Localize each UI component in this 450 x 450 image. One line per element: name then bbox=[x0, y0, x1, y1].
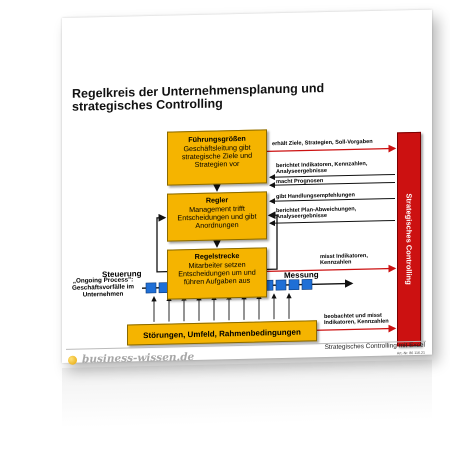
controlling-bar-label: Strategisches Controlling bbox=[404, 193, 414, 285]
brand-name: business-wissen.de bbox=[82, 350, 195, 366]
document-page: Regelkreis der Unternehmensplanung und s… bbox=[62, 9, 432, 366]
arrow-empfehlungen bbox=[269, 197, 395, 205]
arrow-misst bbox=[267, 264, 397, 273]
label-beobachtet: beobachtet und misst Indikatoren, Kennza… bbox=[324, 312, 389, 327]
arrow-berichtet-2 bbox=[269, 219, 395, 227]
loop-steuerung bbox=[156, 213, 167, 273]
label-berichtet-1: berichtet Indikatoren, Kennzahlen, Analy… bbox=[276, 161, 368, 176]
box-regelstrecke: Regelstrecke Mitarbeiter setzen Entschei… bbox=[167, 247, 267, 300]
controlling-bar: Strategisches Controlling bbox=[397, 131, 421, 347]
box-fuehrungsgroessen-text: Geschäftsleitung gibt strategische Ziele… bbox=[181, 142, 253, 169]
box-regler: Regler Management trifft Entscheidungen … bbox=[167, 191, 267, 242]
label-berichtet-2: berichtet Plan-Abweichungen, Analyseerge… bbox=[276, 206, 357, 221]
box-fuehrungsgroessen: Führungsgrößen Geschäftsleitung gibt str… bbox=[167, 129, 267, 186]
arrow-berichtet-1 bbox=[269, 173, 395, 181]
box-stoerungen: Störungen, Umfeld, Rahmenbedingungen bbox=[127, 320, 317, 346]
label-misst: misst Indikatoren, Kennzahlen bbox=[320, 253, 368, 267]
disturbance-arrows bbox=[151, 292, 292, 322]
logo-dot-icon bbox=[68, 355, 77, 365]
arrow-ziele bbox=[267, 144, 397, 153]
box-regler-text: Management trifft Entscheidungen und gib… bbox=[177, 203, 257, 230]
diagram-arrows bbox=[142, 144, 397, 333]
box-regelstrecke-text: Mitarbeiter setzen Entscheidungen um und… bbox=[178, 259, 256, 287]
loop-messung bbox=[267, 211, 278, 270]
label-messung: Messung bbox=[284, 270, 319, 280]
arrow-prognosen bbox=[269, 181, 395, 189]
page-reflection bbox=[62, 359, 432, 428]
box-stoerungen-heading: Störungen, Umfeld, Rahmenbedingungen bbox=[143, 327, 301, 341]
brand-logo: business-wissen.de bbox=[68, 351, 194, 366]
label-ongoing-process: „Ongoing Process": Geschäftsvorfälle im … bbox=[72, 276, 134, 299]
arrow-beobachtet bbox=[317, 324, 397, 333]
